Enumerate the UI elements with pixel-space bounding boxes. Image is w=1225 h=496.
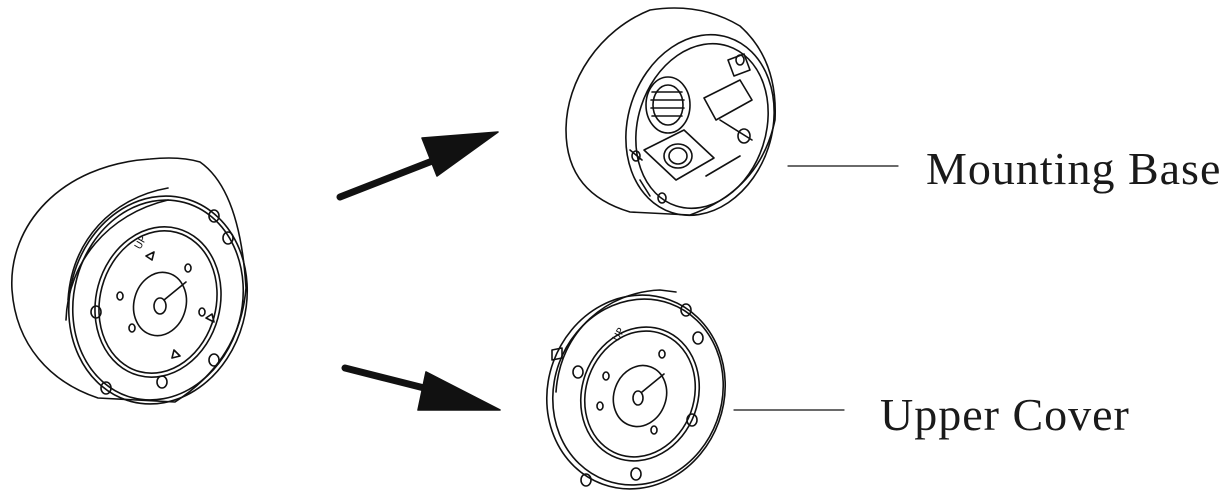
- base-boss-1: [737, 128, 751, 144]
- cover-outer-ring: [545, 294, 727, 490]
- box-face-outer-ring-inner: [71, 199, 245, 401]
- base-boss-2: [735, 54, 745, 66]
- base-internal-ribs: [629, 53, 753, 197]
- box-body-outline: [11, 157, 247, 403]
- box-mounting-holes: [90, 209, 234, 395]
- box-face-inner-ring-2: [98, 230, 218, 374]
- base-rim-outer: [625, 33, 775, 217]
- arrow-lower-icon: [341, 364, 501, 411]
- box-notch: [145, 251, 215, 359]
- upper-cover-drawing: UP: [545, 289, 727, 490]
- cover-hub: [612, 364, 668, 428]
- box-face-outer-ring: [67, 195, 249, 405]
- cover-outer-ring-2: [551, 298, 725, 486]
- base-conduit-port-inner: [652, 84, 684, 126]
- box-hub-slot: [163, 281, 187, 301]
- arrow-upper-icon: [336, 131, 499, 201]
- base-rim-inner: [635, 42, 769, 210]
- cover-mounting-holes: [572, 303, 704, 487]
- box-up-stamp: UP: [133, 234, 149, 251]
- upper-cover-label: Upper Cover: [880, 389, 1130, 440]
- base-bottom-port: [643, 129, 715, 181]
- assembled-junction-box: UP: [11, 157, 249, 405]
- cover-hub-slot: [641, 373, 665, 393]
- base-cylinder-outline: [565, 7, 777, 216]
- box-hub-hole: [153, 297, 167, 315]
- cover-inner-ring-2: [583, 330, 697, 458]
- base-conduit-port: [645, 76, 691, 134]
- box-hub: [132, 271, 188, 337]
- cover-inner-ring: [579, 326, 701, 462]
- base-boss-4: [657, 192, 667, 204]
- base-boss-3: [631, 150, 641, 162]
- base-thread-lines: [650, 91, 685, 117]
- cover-hub-hole: [632, 390, 644, 406]
- base-bottom-port-hole-inner: [668, 147, 688, 165]
- cover-up-stamp: UP: [611, 326, 627, 343]
- base-bottom-port-hole: [663, 143, 693, 169]
- mounting-base-drawing: [565, 7, 777, 217]
- box-face-inner-ring: [94, 226, 222, 378]
- mounting-base-label: Mounting Base: [926, 143, 1222, 194]
